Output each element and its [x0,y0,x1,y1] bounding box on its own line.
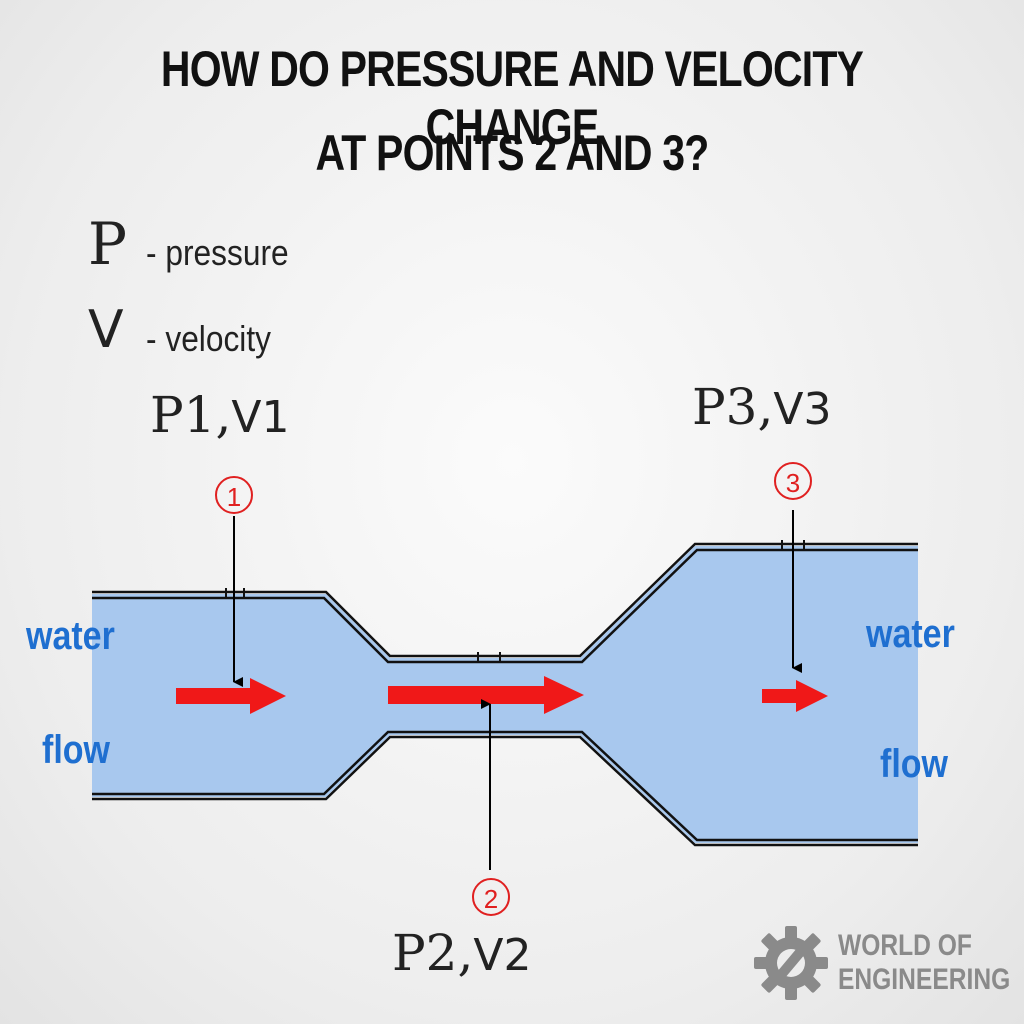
flow-arrow-2 [388,676,584,714]
marker-point-3: 3 [774,462,812,500]
legend-velocity-text: - velocity [146,318,271,359]
water-label-right: water [866,612,955,656]
logo-text-line-1: WORLD OF [838,929,972,962]
point-3-label: P3,V3 [692,378,832,436]
legend-pressure-symbol: P [88,210,128,278]
logo-text-line-2: ENGINEERING [838,963,1011,996]
flow-label-left: flow [42,728,110,772]
legend-velocity-symbol: V [88,300,124,360]
point-2-label: P2,V2 [392,924,532,982]
marker-point-2: 2 [472,878,510,916]
title-line-1: HOW DO PRESSURE AND VELOCITY CHANGE [160,41,864,155]
flow-arrows [176,676,828,714]
pointer-lines [233,510,802,870]
flow-arrow-1 [176,678,286,714]
flow-arrow-3 [762,680,828,712]
flow-label-right: flow [880,742,948,786]
title-line-2: AT POINTS 2 AND 3? [315,125,709,181]
water-label-left: water [26,614,115,658]
gear-wrench-icon [754,926,828,1000]
legend-pressure-text: - pressure [146,232,289,273]
point-1-label: P1,V1 [150,386,290,444]
marker-point-1: 1 [215,476,253,514]
